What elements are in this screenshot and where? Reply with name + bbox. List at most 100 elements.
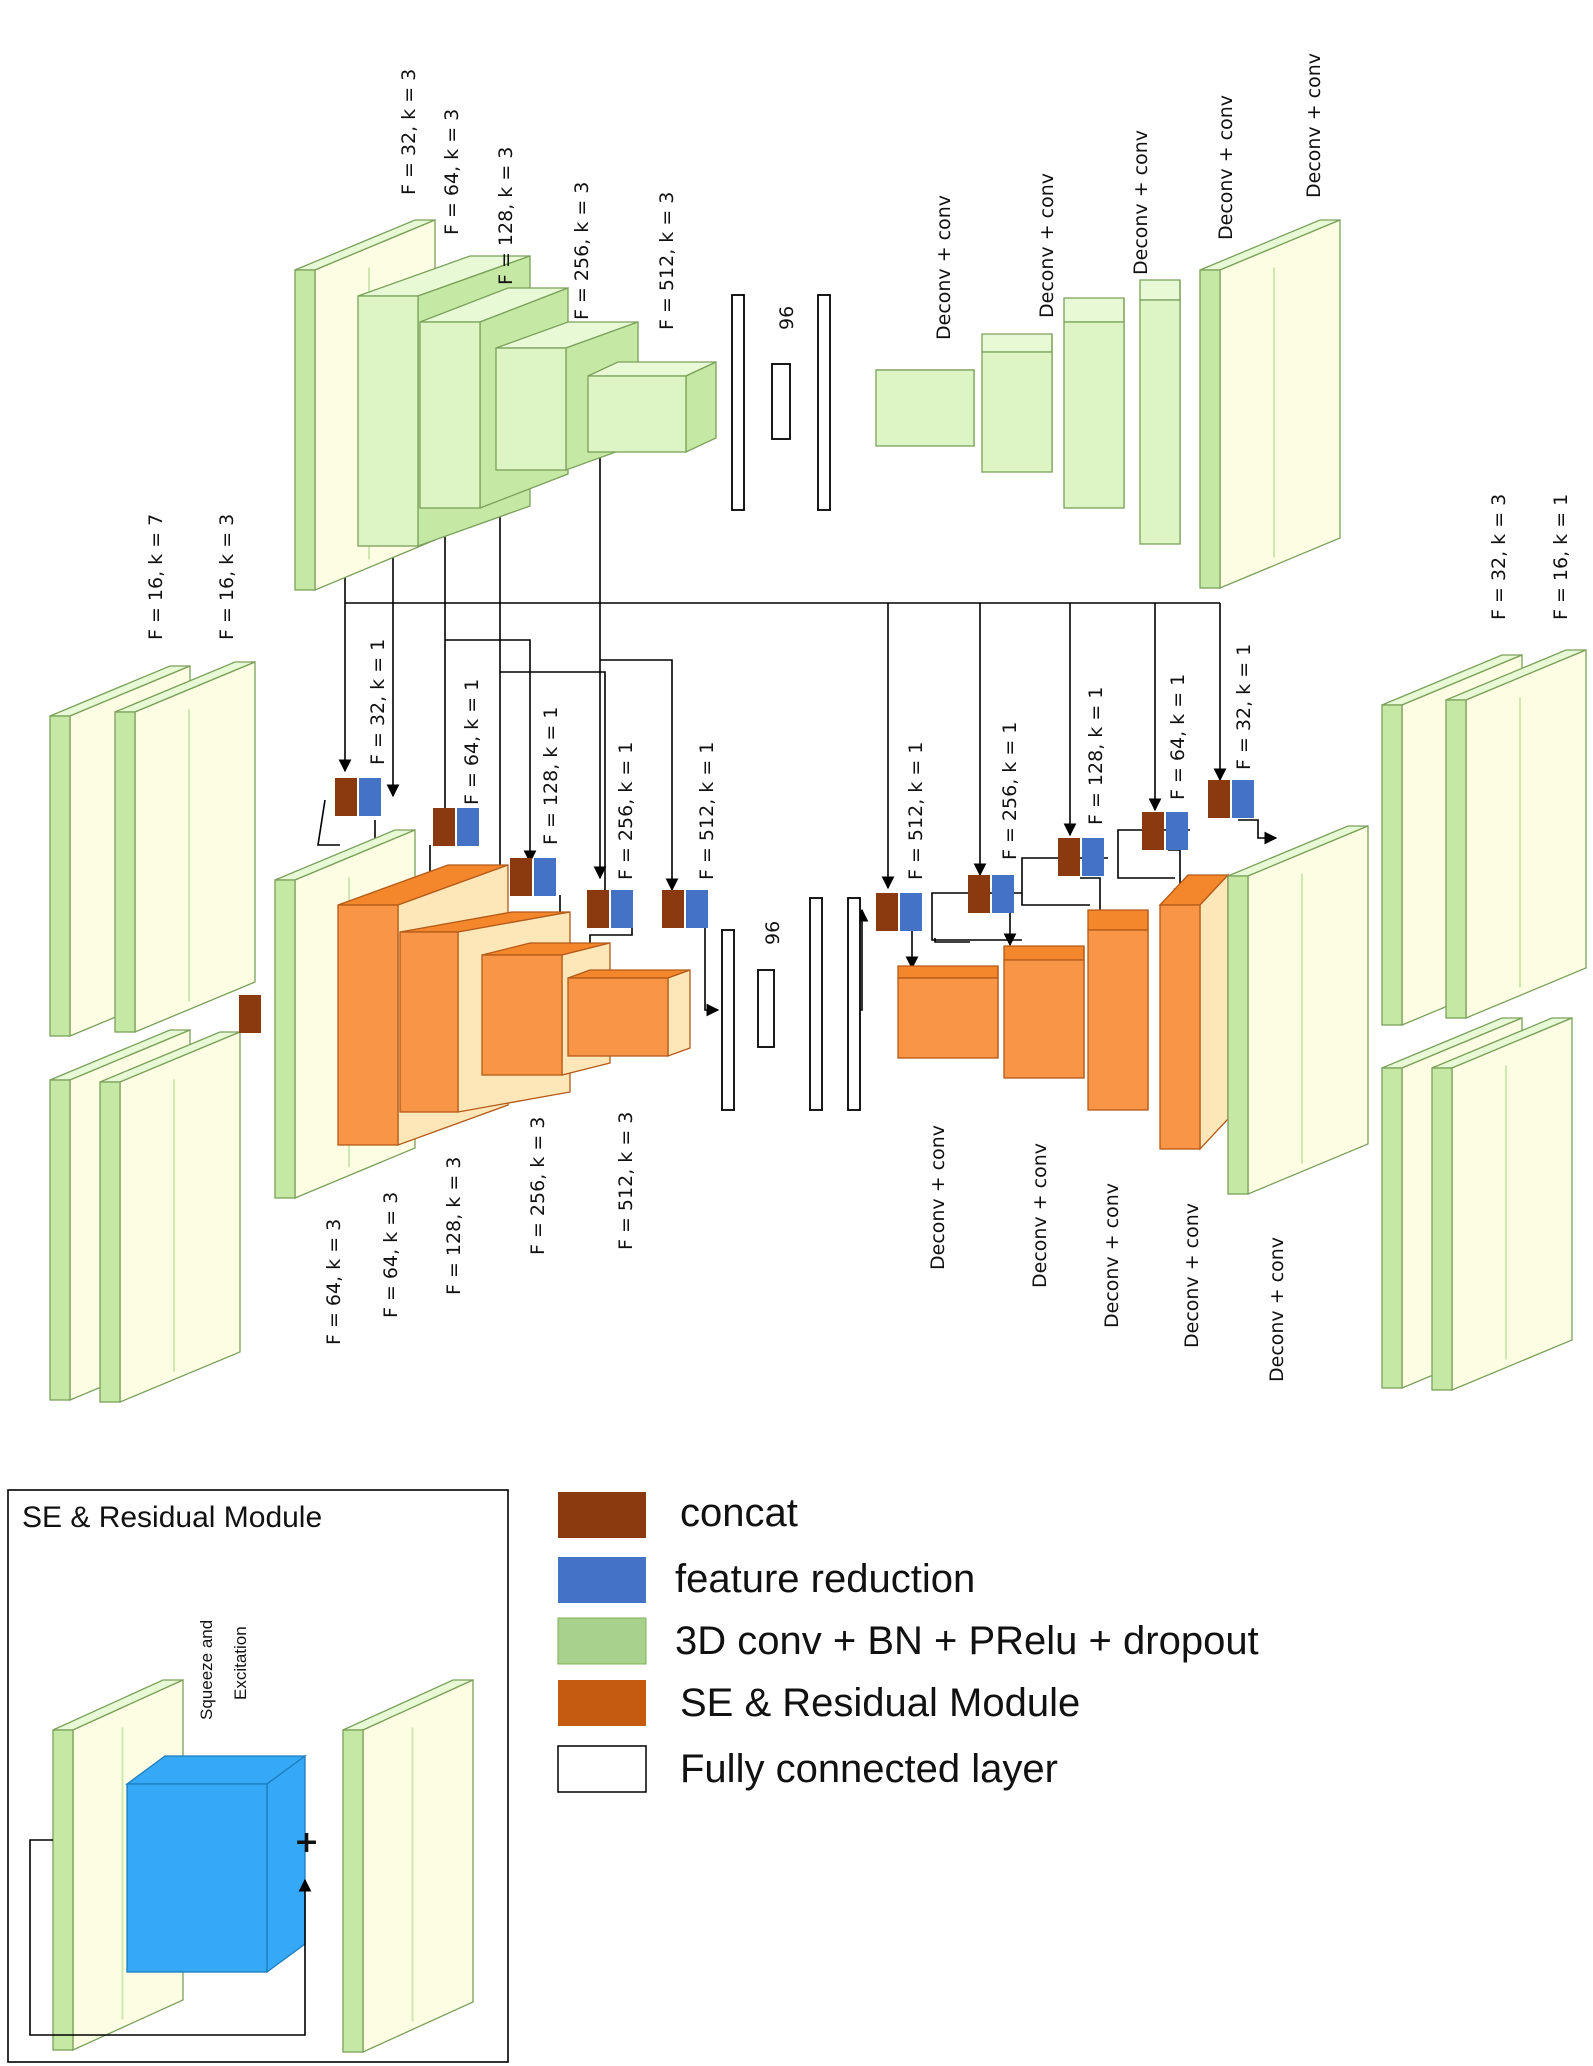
ae-dec-block-4-top [1139, 279, 1181, 301]
seg-dec-concat-label-5: F = 32, k = 1 [1233, 644, 1255, 770]
seg-dec-plate-side [1247, 825, 1369, 1195]
connection-wires [317, 455, 1278, 1017]
ae-bottleneck-label: 96 [776, 306, 798, 330]
seg-enc-block-4 [567, 969, 691, 1057]
se-input-plate-front [52, 1729, 74, 2051]
seg-dec-plate [1227, 825, 1369, 1195]
seg-enc-label-3: F = 128, k = 3 [443, 1157, 465, 1295]
seg-enc-pair-5-concat [662, 890, 684, 928]
layer-blocks [49, 219, 1587, 1403]
seg-enc-label-1: F = 64, k = 3 [323, 1219, 345, 1345]
se-squeeze-block-front [126, 1783, 268, 1973]
right-stack-label-2: F = 16, k = 1 [1550, 494, 1572, 620]
seg-dec-block-2-front [1003, 959, 1085, 1079]
seg-dec-pair-2-concat [968, 875, 990, 913]
seg-concat-label-4: F = 256, k = 1 [615, 742, 637, 880]
se-panel-title: SE & Residual Module [22, 1501, 322, 1534]
left-stack-plate-4-front [99, 1081, 121, 1403]
seg-dec-concat-label-1: F = 512, k = 1 [905, 742, 927, 880]
autoencoder-encoder-labels: F = 32, k = 3 F = 64, k = 3 F = 128, k =… [398, 69, 678, 330]
ae-dec-label-5: Deconv + conv [1303, 53, 1325, 198]
left-stack-plate-1-front [49, 715, 71, 1037]
right-stack-plate-4-front [1431, 1067, 1453, 1391]
ae-dec-block-3-front [1063, 321, 1125, 509]
ae-enc-label-2: F = 64, k = 3 [441, 109, 463, 235]
legend-label-concat: concat [680, 1491, 798, 1535]
se-squeeze-block [125, 1754, 307, 1974]
ae-enc-block-3-front [419, 321, 481, 509]
se-output-plate-side [362, 1678, 474, 2054]
left-stack-plate-2-side [134, 661, 256, 1033]
autoencoder-decoder-labels: Deconv + conv Deconv + conv Deconv + con… [933, 53, 1325, 340]
right-stack-plate-2-side [1465, 649, 1587, 1019]
left-stack-plate-2-front [114, 711, 136, 1033]
legend-swatch-se [558, 1680, 646, 1726]
seg-dec-label-5: Deconv + conv [1266, 1237, 1288, 1382]
left-stack-plate-2 [114, 661, 256, 1033]
se-output-plate-front [342, 1729, 364, 2053]
seg-dec-pair-1-reduction [900, 893, 922, 931]
ae-dec-label-2: Deconv + conv [1036, 173, 1058, 318]
right-stack-plate-3-front [1381, 1067, 1403, 1389]
se-squeeze-label-1: Squeeze and [197, 1620, 216, 1720]
right-stack-plate-2-front [1445, 699, 1467, 1019]
seg-enc-pair-2-concat [433, 808, 455, 846]
seg-dec-label-4: Deconv + conv [1181, 1203, 1203, 1348]
ae-dec-label-4: Deconv + conv [1215, 95, 1237, 240]
seg-enc-pair-3-concat [510, 858, 532, 896]
legend-label-conv: 3D conv + BN + PRelu + dropout [675, 1619, 1259, 1663]
ae-dec-label-3: Deconv + conv [1130, 130, 1152, 275]
seg-enc-pair-1-concat [335, 778, 357, 816]
seg-dec-block-2 [1003, 945, 1085, 1079]
seg-enc-in [317, 799, 340, 846]
se-output-plate [342, 1678, 474, 2054]
left-stack-plate-4-side [119, 1031, 241, 1403]
ae-enc-label-4: F = 256, k = 3 [571, 182, 593, 320]
seg-dec-block-1-front [897, 977, 999, 1059]
seg-dec-pair-5-concat [1208, 780, 1230, 818]
seg-enc-block-2-front [399, 931, 459, 1113]
enc-skip-elbow-5 [600, 659, 679, 892]
se-module-blocks [29, 1678, 474, 2054]
seg-enc-pair-3-reduction [534, 858, 556, 896]
ae-dec-block-3-top [1063, 297, 1125, 323]
ae-dec-block-2-front [981, 351, 1053, 473]
seg-enc-label-5: F = 512, k = 3 [615, 1112, 637, 1250]
seg-dec-conn-5 [1238, 819, 1278, 845]
seg-dec-concat-label-4: F = 64, k = 1 [1167, 674, 1189, 800]
ae-dec-block-5-side [1219, 219, 1341, 589]
ae-enc-block-4-front [495, 347, 567, 471]
seg-dec-label-3: Deconv + conv [1101, 1183, 1123, 1328]
legend-label-fc: Fully connected layer [680, 1747, 1058, 1791]
seg-dec-block-2-top [1003, 945, 1085, 961]
seg-dec-pair-4-concat [1142, 812, 1164, 850]
legend-label-feature-reduction: feature reduction [675, 1557, 975, 1601]
seg-dec-plate-front [1227, 875, 1249, 1195]
se-squeeze-block-side [266, 1754, 306, 1974]
ae-enc-block-5-front [587, 375, 687, 453]
legend: concat feature reduction 3D conv + BN + … [557, 1491, 1259, 1793]
ae-dec-block-4-front [1139, 299, 1181, 545]
seg-dec-label-1: Deconv + conv [927, 1125, 949, 1270]
ae-dec-block-1 [875, 369, 975, 447]
seg-fc-2 [809, 897, 823, 1111]
enc-skip-elbow-3 [445, 639, 537, 864]
ae-enc-block-1-front [294, 269, 316, 591]
seg-dec-pair-3-reduction [1082, 838, 1104, 876]
seg-enc-pair-4-reduction [611, 890, 633, 928]
seg-dec-label-2: Deconv + conv [1029, 1143, 1051, 1288]
seg-decoder-concat-labels: F = 512, k = 1 F = 256, k = 1 F = 128, k… [905, 644, 1255, 880]
se-squeeze-label-2: Excitation [231, 1626, 250, 1700]
seg-enc-pair-4-concat [587, 890, 609, 928]
right-stack-label-1: F = 32, k = 3 [1488, 494, 1510, 620]
enc-skip-elbow-4 [500, 671, 606, 890]
seg-enc-pair-1-reduction [359, 778, 381, 816]
left-stack-plate-4 [99, 1031, 241, 1403]
ae-fc-bottleneck [771, 363, 791, 440]
seg-enc-block-3-front [481, 954, 563, 1076]
left-stack-label-1: F = 16, k = 7 [145, 514, 167, 640]
seg-enc-block-1-front [337, 904, 399, 1146]
seg-fc-bottleneck [757, 969, 775, 1048]
ae-enc-block-2-front [357, 295, 419, 547]
ae-enc-label-3: F = 128, k = 3 [495, 147, 517, 285]
